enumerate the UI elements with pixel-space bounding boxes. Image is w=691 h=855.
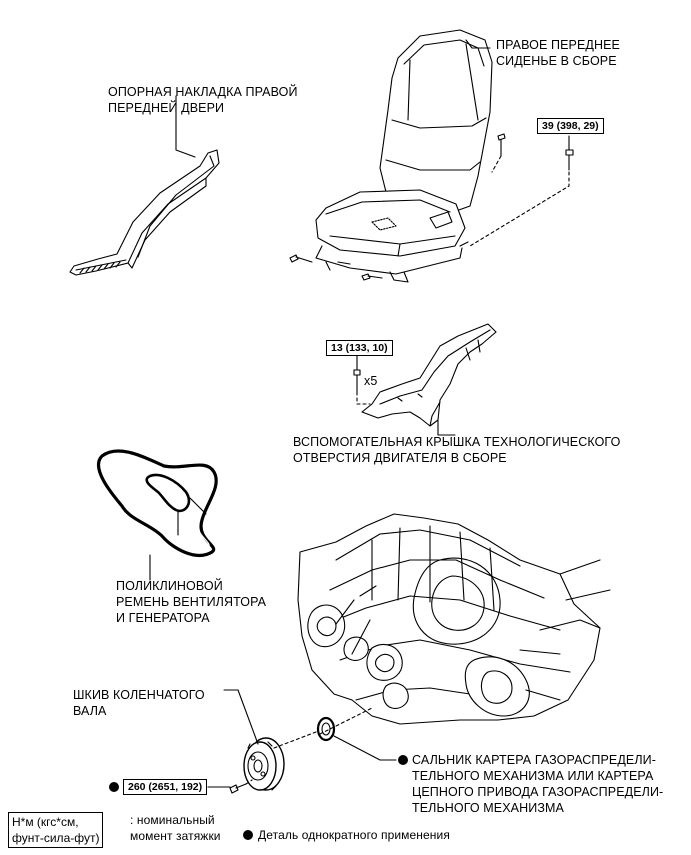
crankshaft-pulley-label-line: ВАЛА xyxy=(73,704,107,718)
door-scuff-plate-label: ОПОРНАЯ НАКЛАДКА ПРАВОЙ ПЕРЕДНЕЙ ДВЕРИ xyxy=(108,84,298,116)
legend-unit-desc-line: : номинальный xyxy=(130,813,215,827)
service-hole-cover-illustration xyxy=(353,323,497,436)
service-hole-cover-label-line: ОТВЕРСТИЯ ДВИГАТЕЛЯ В СБОРЕ xyxy=(293,451,507,465)
legend-unit-line: Н*м (кгс*см, xyxy=(12,815,79,829)
legend-non-reusable-text: Деталь однократного применения xyxy=(258,828,450,842)
oil-seal-label-line: ТЕЛЬНОГО МЕХАНИЗМА xyxy=(412,801,564,815)
crankshaft-pulley-illustration xyxy=(207,689,317,794)
v-ribbed-belt-label-line: И ГЕНЕРАТОРА xyxy=(116,611,210,625)
non-reusable-marker xyxy=(109,782,119,792)
crankshaft-pulley-label-line: ШКИВ КОЛЕНЧАТОГО xyxy=(73,688,205,702)
oil-seal-illustration xyxy=(316,707,397,761)
non-reusable-marker xyxy=(398,755,408,765)
v-ribbed-belt-label-line: РЕМЕНЬ ВЕНТИЛЯТОРА xyxy=(116,595,267,609)
crankshaft-pulley-label: ШКИВ КОЛЕНЧАТОГО ВАЛА xyxy=(73,687,205,719)
bolt-quantity: x5 xyxy=(364,374,378,388)
front-seat-label: ПРАВОЕ ПЕРЕДНЕЕ СИДЕНЬЕ В СБОРЕ xyxy=(496,37,620,69)
v-ribbed-belt-label: ПОЛИКЛИНОВОЙ РЕМЕНЬ ВЕНТИЛЯТОРА И ГЕНЕРА… xyxy=(116,578,266,626)
oil-seal-label: САЛЬНИК КАРТЕРА ГАЗОРАСПРЕДЕЛИ- ТЕЛЬНОГО… xyxy=(412,752,663,816)
seat-bolt-torque-box: 39 (398, 29) xyxy=(537,118,604,134)
service-hole-cover-label-line: ВСПОМОГАТЕЛЬНАЯ КРЫШКА ТЕХНОЛОГИЧЕСКОГО xyxy=(293,435,621,449)
legend-unit-desc-line: момент затяжки xyxy=(130,829,221,843)
cover-bolt-torque-box: 13 (133, 10) xyxy=(326,340,393,356)
front-seat-illustration xyxy=(289,29,574,283)
oil-seal-label-line: САЛЬНИК КАРТЕРА ГАЗОРАСПРЕДЕЛИ- xyxy=(412,753,656,767)
front-seat-label-line: ПРАВОЕ ПЕРЕДНЕЕ xyxy=(496,38,620,52)
service-hole-cover-label: ВСПОМОГАТЕЛЬНАЯ КРЫШКА ТЕХНОЛОГИЧЕСКОГО … xyxy=(293,434,620,466)
front-seat-label-line: СИДЕНЬЕ В СБОРЕ xyxy=(496,54,617,68)
legend-unit-line: фунт-сила-фут) xyxy=(12,831,100,845)
oil-seal-label-line: ТЕЛЬНОГО МЕХАНИЗМА ИЛИ КАРТЕРА xyxy=(412,769,654,783)
legend-unit-description: : номинальный момент затяжки xyxy=(130,812,221,844)
door-scuff-plate-label-line: ОПОРНАЯ НАКЛАДКА ПРАВОЙ xyxy=(108,85,298,99)
door-scuff-plate-label-line: ПЕРЕДНЕЙ ДВЕРИ xyxy=(108,101,225,115)
engine-illustration xyxy=(297,513,611,725)
legend-unit-box: Н*м (кгс*см, фунт-сила-фут) xyxy=(8,812,104,848)
pulley-bolt-torque-box: 260 (2651, 192) xyxy=(123,779,208,795)
v-ribbed-belt-label-line: ПОЛИКЛИНОВОЙ xyxy=(116,579,223,593)
oil-seal-label-line: ЦЕПНОГО ПРИВОДА ГАЗОРАСПРЕДЕЛИ- xyxy=(412,785,664,799)
legend-non-reusable-dot xyxy=(243,830,253,840)
v-ribbed-belt-illustration xyxy=(96,449,218,581)
door-scuff-plate-illustration xyxy=(69,95,220,276)
